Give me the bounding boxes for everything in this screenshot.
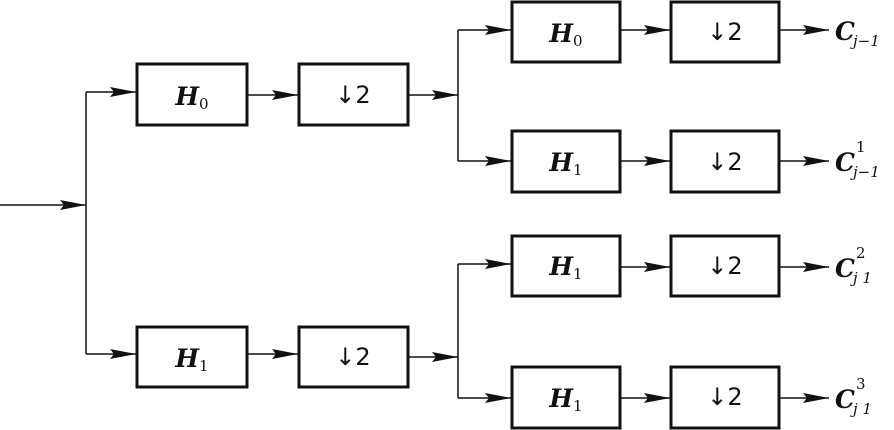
arrowhead-down-l1-bottom	[272, 349, 298, 359]
filter-block-l1-top: H0	[135, 62, 249, 127]
downsampler-label-l2c: ↓2	[707, 252, 742, 280]
output-symbol-1: C	[835, 148, 855, 177]
downsampler-block-l2a: ↓2	[669, 0, 781, 64]
filter-label-l2c: H1	[548, 252, 582, 283]
downsampler-block-l1-top: ↓2	[297, 62, 410, 127]
downsampler-label-l2a: ↓2	[707, 18, 742, 46]
output-symbol-2: C	[835, 254, 855, 283]
downsampler-block-l2d: ↓2	[669, 365, 781, 430]
output-subscript-3: j 1	[850, 400, 872, 418]
downsampler-box-l1-top	[297, 62, 410, 127]
filter-block-l1-bottom: H1	[135, 325, 249, 389]
output-symbol-3: C	[835, 385, 855, 414]
downsampler-box-l2a	[669, 0, 781, 64]
filter-block-l2d: H1	[510, 365, 622, 430]
filter-box-l1-top	[135, 62, 249, 127]
arrowheads	[60, 25, 829, 403]
arrowhead-split-top	[432, 90, 458, 100]
filter-label-l2a: H0	[548, 19, 582, 50]
filter-block-l2b: H1	[510, 129, 622, 194]
downsampler-label-l1-top: ↓2	[335, 81, 370, 109]
arrowhead-split-bottom	[432, 352, 458, 362]
filter-block-l2a: H0	[510, 0, 622, 64]
arrowhead-down-l2c	[644, 262, 670, 272]
arrowhead-out-0	[803, 25, 829, 35]
arrowhead-out-2	[803, 262, 829, 272]
output-subscript-1: j−1	[850, 163, 880, 181]
downsampler-block-l1-bottom: ↓2	[297, 325, 410, 389]
filter-label-l1-bottom: H1	[174, 344, 208, 375]
output-subscript-2: j 1	[850, 269, 872, 287]
filter-label-l2d: H1	[548, 384, 582, 415]
arrowhead-h1-l2b	[485, 156, 511, 166]
filter-block-l2c: H1	[510, 234, 622, 298]
filter-box-l2c	[510, 234, 622, 298]
arrowhead-input	[60, 200, 86, 210]
arrowhead-down-l1-top	[272, 90, 298, 100]
filter-box-l2d	[510, 365, 622, 430]
output-superscript-3: 3	[856, 375, 866, 393]
arrowhead-down-l2a	[644, 25, 670, 35]
arrowhead-h1-l2c	[485, 259, 511, 269]
downsampler-box-l2d	[669, 365, 781, 430]
output-subscript-0: j−1	[850, 32, 880, 50]
downsampler-box-l1-bottom	[297, 325, 410, 389]
downsampler-block-l2c: ↓2	[669, 234, 781, 298]
downsampler-label-l2d: ↓2	[707, 383, 742, 411]
arrowhead-h1-l1	[110, 349, 136, 359]
arrowhead-h1-l2d	[485, 393, 511, 403]
output-label-1: C 1 j−1	[835, 138, 880, 181]
filter-box-l1-bottom	[135, 325, 249, 389]
connection-lines	[0, 29, 829, 399]
arrowhead-down-l2d	[644, 393, 670, 403]
output-label-0: C j−1	[835, 17, 880, 50]
downsampler-box-l2c	[669, 234, 781, 298]
arrowhead-h0-l2a	[485, 25, 511, 35]
output-superscript-2: 2	[856, 244, 866, 262]
filter-label-l2b: H1	[548, 148, 582, 179]
output-label-2: C 2 j 1	[835, 244, 872, 287]
filter-box-l2b	[510, 129, 622, 194]
downsampler-box-l2b	[669, 129, 781, 194]
output-superscript-1: 1	[856, 138, 866, 156]
arrowhead-down-l2b	[644, 156, 670, 166]
downsampler-block-l2b: ↓2	[669, 129, 781, 194]
arrowhead-out-1	[803, 156, 829, 166]
arrowhead-out-3	[803, 393, 829, 403]
filter-label-l1-top: H0	[174, 82, 208, 113]
filter-box-l2a	[510, 0, 622, 64]
output-symbol-0: C	[835, 17, 855, 46]
arrowhead-h0-l1	[110, 87, 136, 97]
downsampler-label-l1-bottom: ↓2	[335, 343, 370, 371]
output-label-3: C 3 j 1	[835, 375, 872, 418]
downsampler-label-l2b: ↓2	[707, 148, 742, 176]
